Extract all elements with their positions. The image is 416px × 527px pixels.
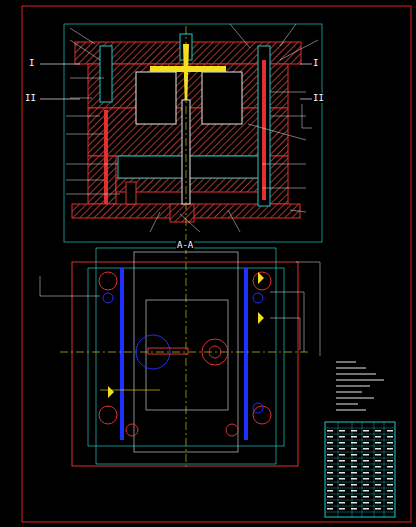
section-marker: II [312,93,325,103]
section-marker: I [312,58,319,68]
section-marker: II [24,93,37,103]
section-label: A-A [176,240,194,250]
section-marker: I [28,58,35,68]
